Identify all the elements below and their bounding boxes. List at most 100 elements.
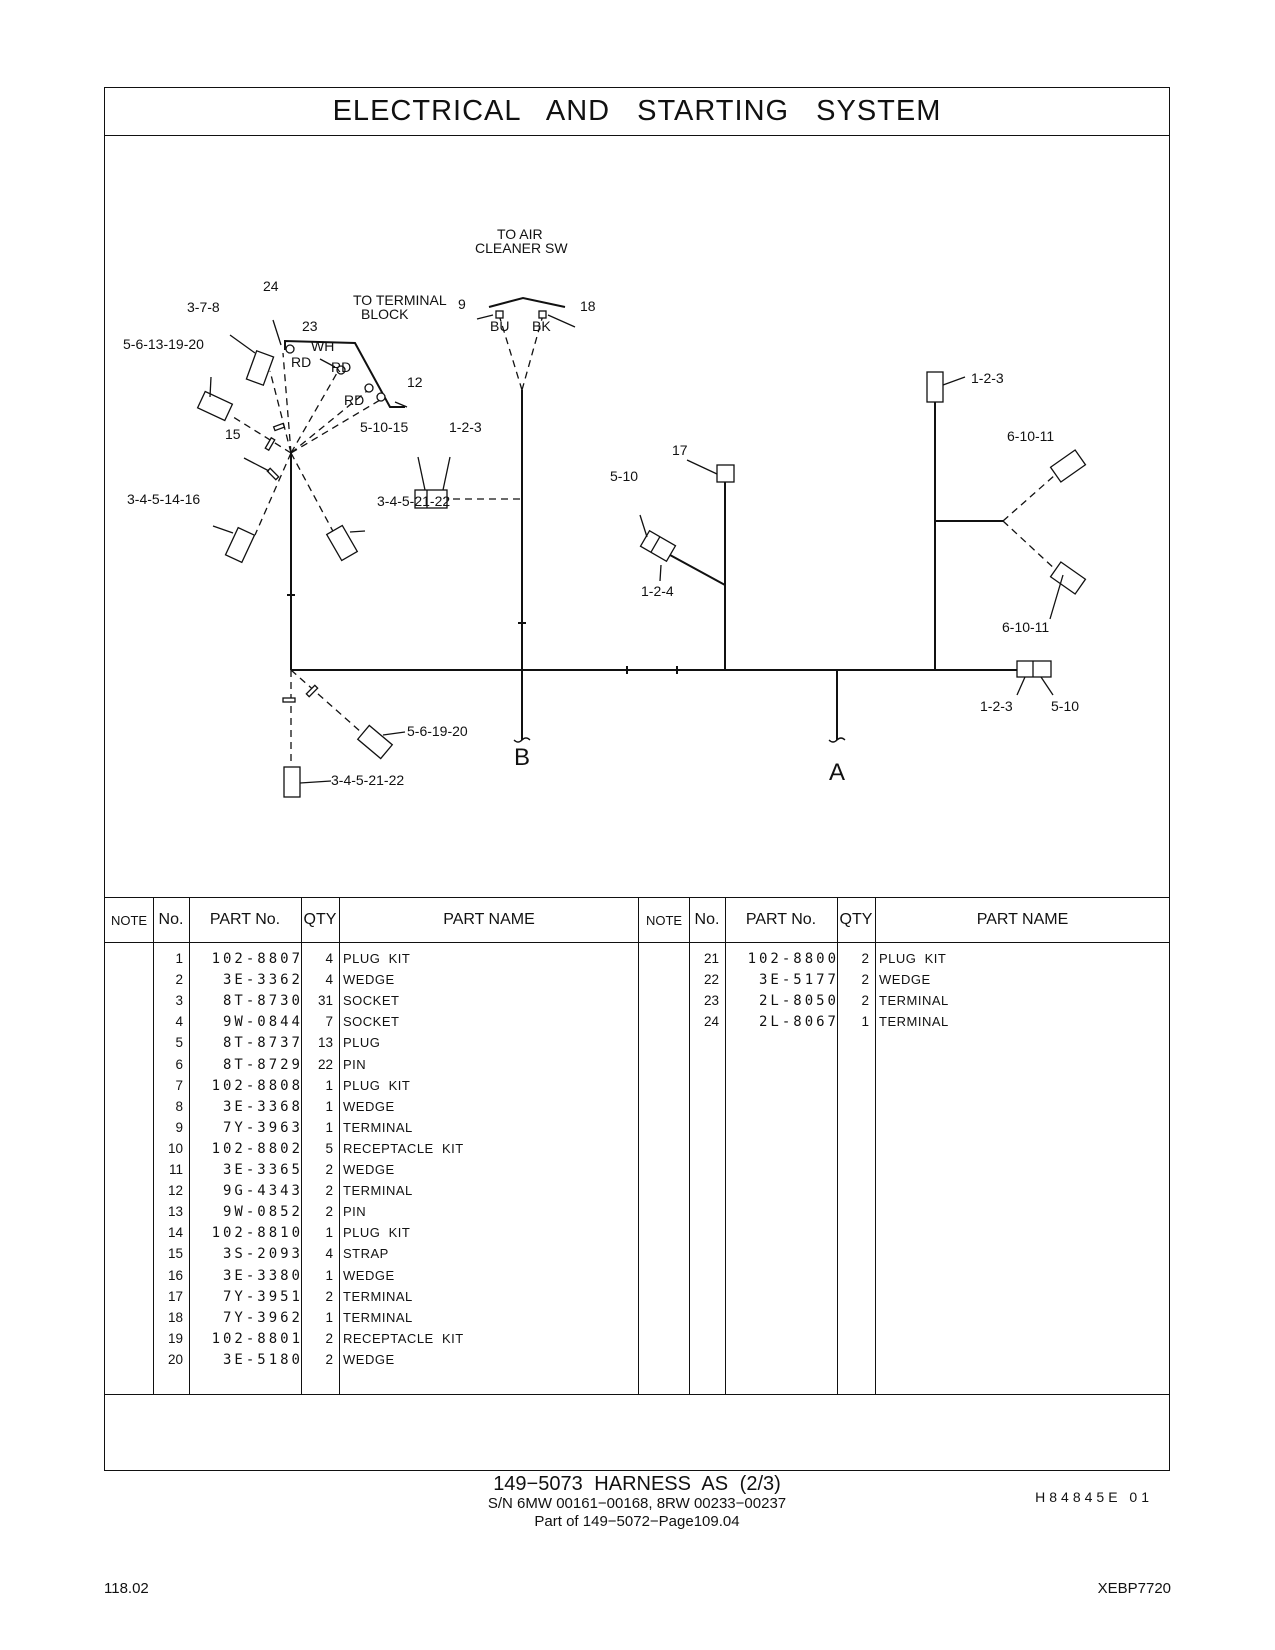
part-name: TERMINAL [343,1119,413,1135]
header-part-no: PART No. [745,911,817,928]
part-qty: 4 [325,951,333,966]
part-number-index: 2 [175,972,183,988]
part-qty: 2 [325,1183,333,1199]
part-number: 2L-8050 [758,993,839,1010]
label-b: B [514,744,530,771]
part-name: PLUG KIT [343,1077,411,1093]
part-number-index: 8 [175,1098,183,1114]
part-number: 3E-3380 [222,1267,303,1284]
terminal-24 [285,344,295,354]
header-part-name: PART NAME [976,911,1069,928]
header-qty: QTY [303,911,337,928]
part-number-index: 23 [703,993,719,1009]
page-number: 118.02 [104,1580,149,1597]
part-qty: 2 [861,951,869,966]
label-18: 18 [580,298,596,314]
wiring-diagram-svg: TO AIR CLEANER SW TO TERMINAL BLOCK 9 18… [123,226,1087,798]
header-part-name: PART NAME [443,911,535,928]
header-no: No. [158,911,184,928]
terminal-18 [538,310,547,319]
part-number: 3E-5177 [758,972,839,989]
label-123b: 1-2-3 [971,370,1004,386]
illustration-code: H84845E 01 [1035,1489,1153,1505]
part-number-index: 11 [168,1162,183,1177]
label-61011b: 6-10-11 [1002,619,1049,635]
part-number: 3E-5180 [222,1351,303,1368]
part-name: SOCKET [343,1014,400,1030]
label-24: 24 [263,278,279,294]
part-number: 3E-3368 [222,1098,303,1115]
label-34551416: 3-4-5-14-16 [127,491,200,507]
connector-123c [1016,660,1052,678]
part-number: 7Y-3963 [222,1119,303,1136]
connector-378 [245,349,275,387]
part-number: 8T-8729 [222,1056,303,1073]
part-number-index: 12 [167,1183,183,1199]
part-number: 7Y-3951 [222,1288,303,1305]
label-510b: 5-10 [1051,698,1079,714]
part-name: PIN [343,1056,367,1072]
part-qty: 4 [325,1246,333,1262]
part-name: TERMINAL [343,1288,413,1304]
part-number-index: 9 [175,1119,183,1135]
part-number-index: 19 [167,1330,183,1346]
label-12: 12 [407,374,423,390]
part-number-index: 21 [703,951,719,966]
branch-510-line [669,554,726,586]
part-number: 2L-8067 [758,1014,839,1031]
part-qty: 13 [317,1035,333,1051]
page-frame: ELECTRICAL AND STARTING SYSTEM [104,87,1170,1505]
part-name: RECEPTACLE KIT [343,1140,464,1156]
label-rd1: RD [291,354,311,370]
label-124: 1-2-4 [641,583,674,599]
part-qty: 2 [861,993,869,1009]
label-bk: BK [532,318,551,334]
part-number: 102-8808 [211,1077,303,1094]
part-number-index: 17 [167,1288,183,1304]
part-name: PIN [343,1204,367,1220]
part-name: WEDGE [343,1351,395,1367]
part-qty: 22 [317,1056,333,1072]
part-qty: 2 [325,1351,333,1367]
part-qty: 1 [325,1309,333,1325]
header-qty: QTY [839,911,873,928]
label-378: 3-7-8 [187,299,220,315]
document-number: XEBP7720 [1097,1580,1171,1597]
connector-34551416 [224,526,256,564]
part-number: 3E-3362 [222,972,303,989]
table-header: NOTE No. PART No. QTY PART NAME [105,898,638,943]
part-name: SOCKET [343,993,400,1009]
part-name: TERMINAL [343,1309,413,1325]
part-qty: 1 [861,1014,869,1030]
page-title: ELECTRICAL AND STARTING SYSTEM [105,88,1169,136]
part-number-index: 22 [703,972,719,988]
label-123c: 1-2-3 [980,698,1013,714]
part-number-index: 4 [175,1014,183,1030]
terminal-23 [336,365,346,375]
label-block: BLOCK [361,306,409,322]
label-3452122a: 3-4-5-21-22 [377,493,450,509]
part-number: 3E-3365 [222,1162,303,1178]
part-qty: 1 [325,1098,333,1114]
label-23: 23 [302,318,318,334]
part-name: TERMINAL [879,993,949,1009]
part-qty: 2 [325,1162,333,1177]
part-number-index: 6 [175,1056,183,1072]
part-number-index: 3 [175,993,183,1009]
part-number: 9W-0844 [222,1014,303,1031]
part-number-index: 5 [175,1035,183,1051]
part-number: 102-8802 [211,1140,303,1157]
label-123a: 1-2-3 [449,419,482,435]
label-wh: WH [311,338,334,354]
part-qty: 1 [325,1267,333,1283]
part-qty: 4 [325,972,333,988]
